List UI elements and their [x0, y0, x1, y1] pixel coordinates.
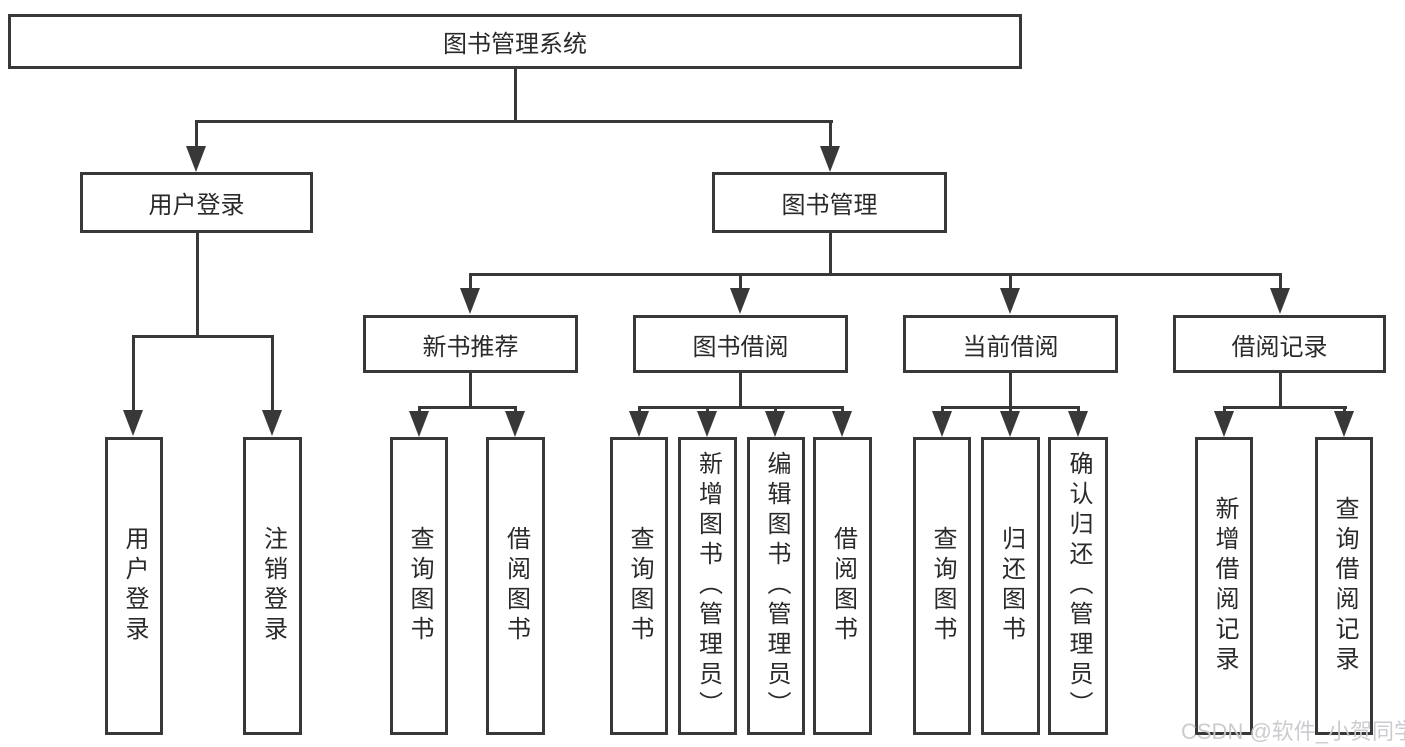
node-book-management: 图书管理 — [712, 172, 947, 233]
node-borrowing-records: 借阅记录 — [1173, 315, 1386, 373]
connector-hline — [132, 335, 274, 338]
leaf-query-borrow-record: 查询借阅记录 — [1315, 437, 1373, 735]
leaf-label: 借阅图书 — [502, 526, 530, 646]
leaf-label: 新增借阅记录 — [1211, 496, 1238, 676]
node-current-borrowing: 当前借阅 — [903, 315, 1118, 373]
leaf-label: 查询借阅记录 — [1331, 496, 1358, 676]
connector-vline — [706, 406, 709, 415]
node-user-login: 用户登录 — [80, 172, 313, 233]
connector-hline — [195, 120, 833, 123]
arrow-down-icon — [409, 411, 429, 437]
arrow-down-icon — [932, 411, 952, 437]
connector-vline — [196, 233, 199, 337]
connector-vline — [1077, 406, 1080, 415]
connector-vline — [1009, 274, 1012, 290]
arrow-down-icon — [1000, 411, 1020, 437]
arrow-down-icon — [1068, 411, 1088, 437]
connector-vline — [829, 121, 832, 148]
node-book-borrowing: 图书借阅 — [633, 315, 848, 373]
leaf-user-login: 用户登录 — [105, 437, 163, 735]
leaf-label: 编辑图书（管理员） — [763, 451, 790, 721]
node-label: 用户登录 — [148, 192, 245, 219]
leaf-query-books-recommend: 查询图书 — [390, 437, 448, 735]
leaf-label: 查询图书 — [406, 526, 433, 646]
connector-vline — [271, 335, 274, 412]
leaf-logout: 注销登录 — [243, 437, 302, 735]
connector-vline — [1343, 406, 1346, 415]
connector-vline — [469, 373, 472, 409]
leaf-label: 确认归还（管理员） — [1065, 451, 1092, 721]
connector-vline — [418, 406, 421, 415]
leaf-return-books: 归还图书 — [981, 437, 1040, 735]
connector-vline — [1279, 274, 1282, 290]
node-library-management-system: 图书管理系统 — [8, 14, 1022, 69]
connector-hline — [638, 406, 844, 409]
leaf-label: 查询图书 — [929, 526, 956, 646]
connector-vline — [514, 68, 517, 121]
arrow-down-icon — [186, 146, 206, 172]
node-label: 新书推荐 — [422, 333, 519, 361]
arrow-down-icon — [1270, 288, 1290, 314]
arrow-down-icon — [629, 411, 649, 437]
node-label: 借阅记录 — [1231, 333, 1328, 361]
connector-vline — [514, 406, 517, 415]
connector-hline — [469, 273, 1282, 276]
node-label: 图书管理 — [781, 192, 878, 219]
csdn-watermark: CSDN @软件_小贺同学 — [1181, 719, 1405, 744]
leaf-label: 归还图书 — [997, 526, 1025, 646]
connector-vline — [1009, 406, 1012, 415]
leaf-edit-books-admin: 编辑图书（管理员） — [747, 437, 805, 735]
connector-vline — [638, 406, 641, 415]
node-label: 当前借阅 — [962, 333, 1059, 361]
arrow-down-icon — [1214, 411, 1234, 437]
arrow-down-icon — [820, 146, 840, 172]
arrow-down-icon — [505, 411, 525, 437]
arrow-down-icon — [123, 410, 143, 436]
connector-vline — [739, 373, 742, 409]
connector-vline — [195, 121, 198, 148]
leaf-label: 查询图书 — [626, 526, 653, 646]
connector-vline — [829, 233, 832, 276]
node-label: 图书借阅 — [692, 333, 789, 361]
arrow-down-icon — [765, 411, 785, 437]
connector-hline — [418, 406, 517, 409]
connector-vline — [739, 274, 742, 290]
connector-vline — [1223, 406, 1226, 415]
connector-vline — [941, 406, 944, 415]
connector-hline — [1223, 406, 1347, 409]
arrow-down-icon — [1334, 411, 1354, 437]
node-label: 图书管理系统 — [443, 31, 587, 58]
connector-vline — [1009, 373, 1012, 409]
connector-vline — [841, 406, 844, 415]
arrow-down-icon — [832, 411, 852, 437]
leaf-borrow-books: 借阅图书 — [813, 437, 872, 735]
leaf-label: 借阅图书 — [829, 526, 857, 646]
node-new-book-recommend: 新书推荐 — [363, 315, 578, 373]
connector-vline — [1279, 373, 1282, 409]
arrow-down-icon — [460, 288, 480, 314]
arrow-down-icon — [730, 288, 750, 314]
leaf-confirm-return-admin: 确认归还（管理员） — [1048, 437, 1108, 735]
leaf-add-borrow-record: 新增借阅记录 — [1195, 437, 1253, 735]
arrow-down-icon — [697, 411, 717, 437]
arrow-down-icon — [1000, 288, 1020, 314]
connector-vline — [774, 406, 777, 415]
leaf-label: 新增图书（管理员） — [694, 451, 722, 721]
leaf-query-books-borrowing: 查询图书 — [610, 437, 668, 735]
leaf-add-books-admin: 新增图书（管理员） — [678, 437, 737, 735]
leaf-borrow-books-recommend: 借阅图书 — [486, 437, 545, 735]
leaf-query-books-current: 查询图书 — [913, 437, 971, 735]
connector-vline — [132, 335, 135, 412]
leaf-label: 用户登录 — [121, 526, 148, 646]
leaf-label: 注销登录 — [259, 526, 287, 646]
connector-vline — [469, 274, 472, 290]
arrow-down-icon — [262, 410, 282, 436]
